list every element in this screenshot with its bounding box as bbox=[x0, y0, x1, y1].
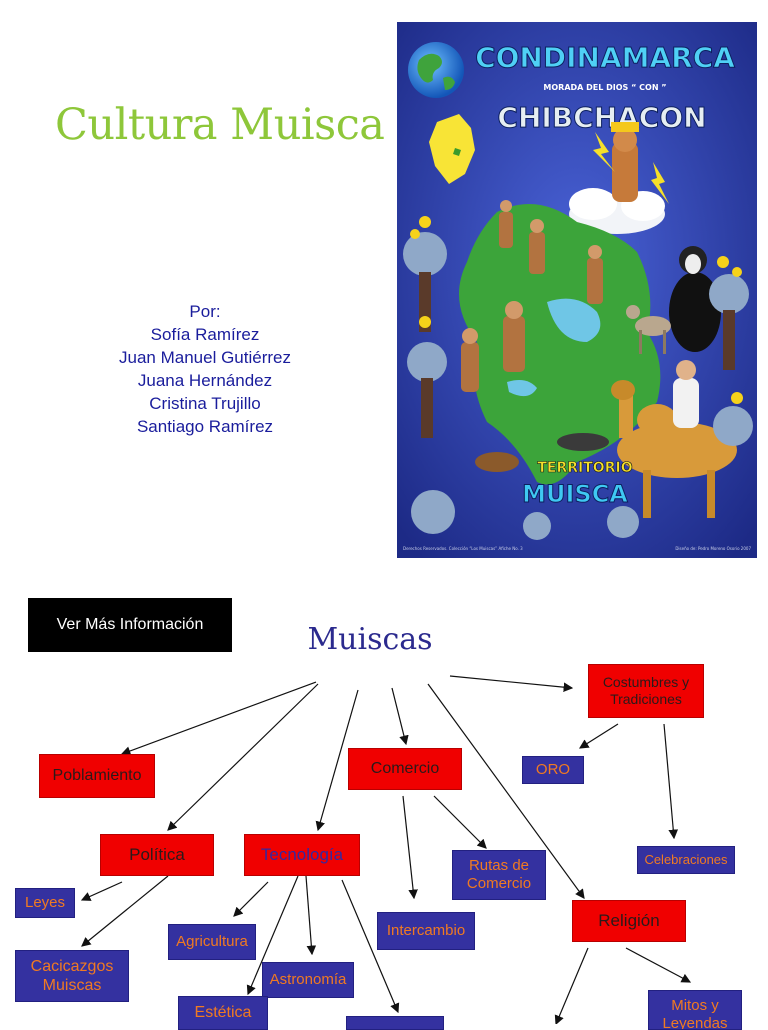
more-info-button[interactable]: Ver Más Información bbox=[28, 598, 232, 652]
deer-illustration bbox=[626, 305, 671, 354]
animal-illustration bbox=[475, 433, 609, 472]
node-oro: ORO bbox=[522, 756, 584, 784]
arrow bbox=[246, 875, 299, 996]
poster-illustration: CONDINAMARCA MORADA DEL DIOS “ CON ” CHI… bbox=[397, 22, 757, 558]
colombia-map-icon bbox=[429, 114, 475, 184]
poster-credit-left: Derechos Reservados. Colección “Los Muis… bbox=[403, 546, 523, 551]
territory-land bbox=[459, 204, 661, 485]
bear-illustration bbox=[669, 246, 721, 352]
arrow bbox=[402, 795, 418, 900]
node-cacicazgos: Cacicazgos Muiscas bbox=[15, 950, 129, 1002]
arrow bbox=[625, 947, 692, 983]
node-leyes: Leyes bbox=[15, 888, 75, 918]
muisca-poster: CONDINAMARCA MORADA DEL DIOS “ CON ” CHI… bbox=[397, 22, 757, 558]
node-mitos: Mitos y Leyendas bbox=[648, 990, 742, 1030]
author-name: Juan Manuel Gutiérrez bbox=[119, 348, 291, 367]
author-name: Santiago Ramírez bbox=[136, 417, 274, 436]
arrow bbox=[433, 795, 487, 849]
node-rutas: Rutas de Comercio bbox=[452, 850, 546, 900]
node-tecnologia: Tecnología bbox=[244, 834, 360, 876]
arrow bbox=[81, 875, 169, 947]
arrow bbox=[233, 881, 269, 917]
node-celebraciones: Celebraciones bbox=[637, 846, 735, 874]
poster-heading: CONDINAMARCA bbox=[475, 41, 735, 74]
node-politica: Política bbox=[100, 834, 214, 876]
node-poblamiento: Poblamiento bbox=[39, 754, 155, 798]
poster-territory-name: MUISCA bbox=[522, 480, 628, 508]
poster-deity: CHIBCHACON bbox=[497, 101, 706, 134]
arrow bbox=[341, 879, 400, 1014]
globe-icon bbox=[408, 42, 464, 98]
arrow bbox=[305, 875, 317, 956]
poster-territory: TERRITORIO bbox=[537, 460, 632, 476]
arrow bbox=[578, 723, 619, 749]
arrow bbox=[427, 683, 585, 899]
node-astronomia: Astronomía bbox=[262, 962, 354, 998]
author-name: Sofía Ramírez bbox=[150, 325, 260, 344]
poster-subheading: MORADA DEL DIOS “ CON ” bbox=[543, 83, 666, 92]
node-partial bbox=[346, 1016, 444, 1030]
arrow bbox=[80, 881, 123, 901]
arrow bbox=[554, 947, 589, 1024]
node-intercambio: Intercambio bbox=[377, 912, 475, 950]
camel-rider-illustration bbox=[611, 360, 737, 518]
author-name: Cristina Trujillo bbox=[149, 394, 261, 413]
authors-label: Por: bbox=[189, 302, 221, 321]
node-agricultura: Agricultura bbox=[168, 924, 256, 960]
page-title: Cultura Muisca bbox=[55, 100, 385, 150]
arrow bbox=[167, 683, 319, 831]
author-name: Juana Hernández bbox=[137, 371, 273, 390]
arrow bbox=[449, 675, 574, 692]
arrow bbox=[315, 689, 359, 832]
arrow bbox=[391, 687, 409, 746]
authors-list: Por: Sofía Ramírez Juan Manuel Gutiérrez… bbox=[90, 300, 320, 438]
poster-credit-right: Diseño de: Pedro Moreno Osorio 2007 bbox=[675, 546, 751, 551]
node-comercio: Comercio bbox=[348, 748, 462, 790]
node-costumbres: Costumbres y Tradiciones bbox=[588, 664, 704, 718]
concept-map-title: Muiscas bbox=[307, 622, 433, 657]
title-slide: Cultura Muisca Por: Sofía Ramírez Juan M… bbox=[55, 22, 757, 558]
arrow bbox=[663, 723, 679, 840]
node-estetica: Estética bbox=[178, 996, 268, 1030]
node-religion: Religión bbox=[572, 900, 686, 942]
frailejon-plants bbox=[403, 216, 753, 540]
cloud-deity-illustration bbox=[569, 122, 669, 234]
arrow bbox=[120, 681, 317, 756]
muisca-figures bbox=[461, 200, 603, 392]
